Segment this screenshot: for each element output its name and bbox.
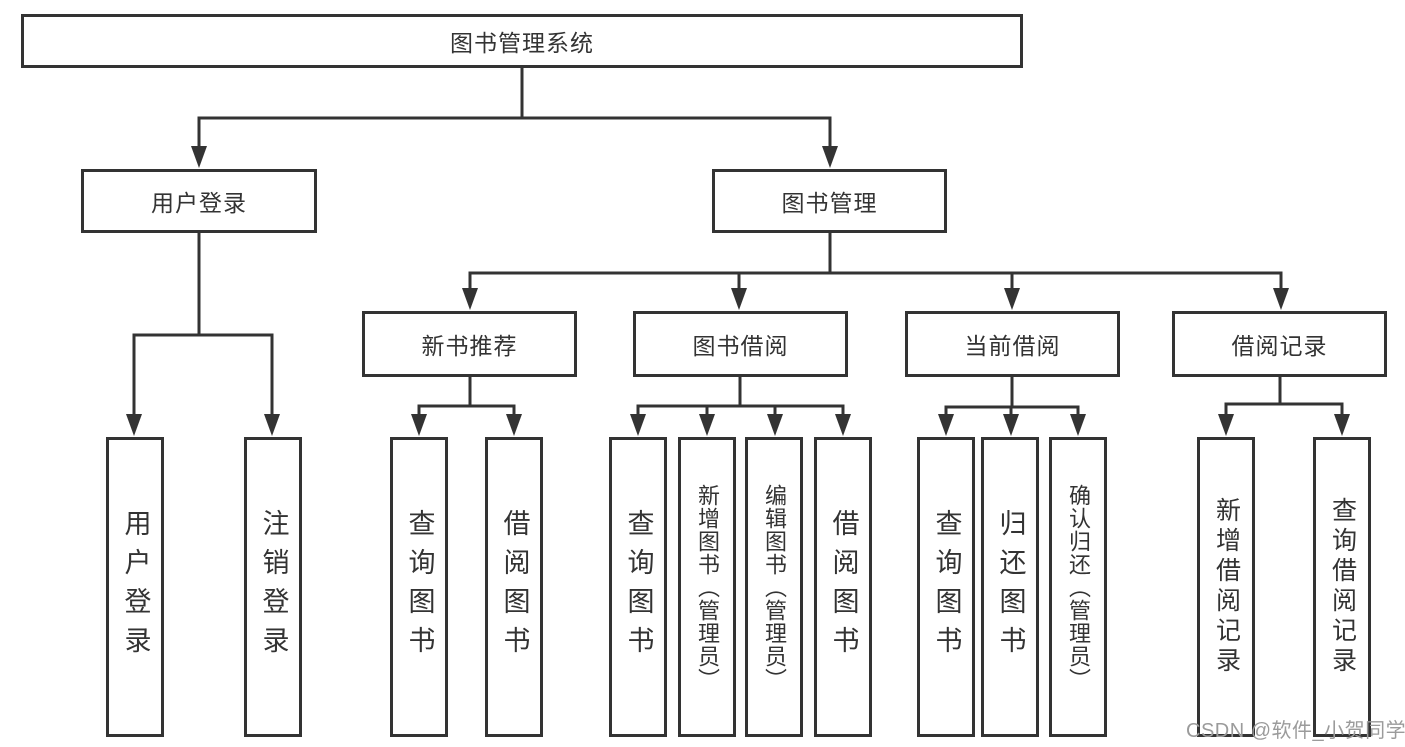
node-user-login: 用户登录 <box>81 169 317 233</box>
leaf-borrow-books-borrowing: 借阅图书 <box>814 437 872 737</box>
leaf-add-borrow-record: 新增借阅记录 <box>1197 437 1255 737</box>
leaf-label: 归还图书 <box>995 509 1026 665</box>
leaf-query-books-current: 查询图书 <box>917 437 975 737</box>
node-label: 借阅记录 <box>1231 333 1328 359</box>
leaf-label: 新增借阅记录 <box>1212 497 1241 677</box>
node-label: 图书借阅 <box>692 333 789 359</box>
leaf-label: 编辑图书（管理员） <box>762 483 787 691</box>
node-label: 图书管理 <box>781 190 878 216</box>
node-book-borrowing: 图书借阅 <box>633 311 848 377</box>
leaf-add-book-admin: 新增图书（管理员） <box>678 437 736 737</box>
leaf-query-borrow-record: 查询借阅记录 <box>1313 437 1371 737</box>
node-book-management: 图书管理 <box>712 169 947 233</box>
leaf-label: 查询借阅记录 <box>1328 497 1357 677</box>
leaf-return-books: 归还图书 <box>981 437 1039 737</box>
node-borrowing-records: 借阅记录 <box>1172 311 1387 377</box>
leaf-label: 查询图书 <box>931 509 962 665</box>
leaf-borrow-books-newbook: 借阅图书 <box>485 437 543 737</box>
leaf-logout: 注销登录 <box>244 437 302 737</box>
node-label: 新书推荐 <box>421 333 518 359</box>
node-label: 当前借阅 <box>964 333 1061 359</box>
node-label: 图书管理系统 <box>450 30 594 56</box>
leaf-label: 查询图书 <box>404 509 435 665</box>
leaf-confirm-return-admin: 确认归还（管理员） <box>1049 437 1107 737</box>
leaf-label: 借阅图书 <box>828 509 859 665</box>
leaf-label: 用户登录 <box>120 509 151 665</box>
node-label: 用户登录 <box>151 190 247 216</box>
node-library-management-system: 图书管理系统 <box>21 14 1023 68</box>
leaf-query-books-newbook: 查询图书 <box>390 437 448 737</box>
leaf-query-books-borrowing: 查询图书 <box>609 437 667 737</box>
node-current-borrowing: 当前借阅 <box>905 311 1120 377</box>
leaf-label: 新增图书（管理员） <box>695 483 720 691</box>
leaf-edit-book-admin: 编辑图书（管理员） <box>745 437 803 737</box>
leaf-user-login: 用户登录 <box>106 437 164 737</box>
leaf-label: 借阅图书 <box>499 509 530 665</box>
leaf-label: 确认归还（管理员） <box>1066 483 1091 691</box>
tree-edges <box>126 68 1350 436</box>
leaf-label: 查询图书 <box>623 509 654 665</box>
node-new-book-recommendation: 新书推荐 <box>362 311 577 377</box>
leaf-label: 注销登录 <box>258 509 289 665</box>
csdn-watermark: CSDN @软件_小贺同学 <box>1186 720 1405 742</box>
